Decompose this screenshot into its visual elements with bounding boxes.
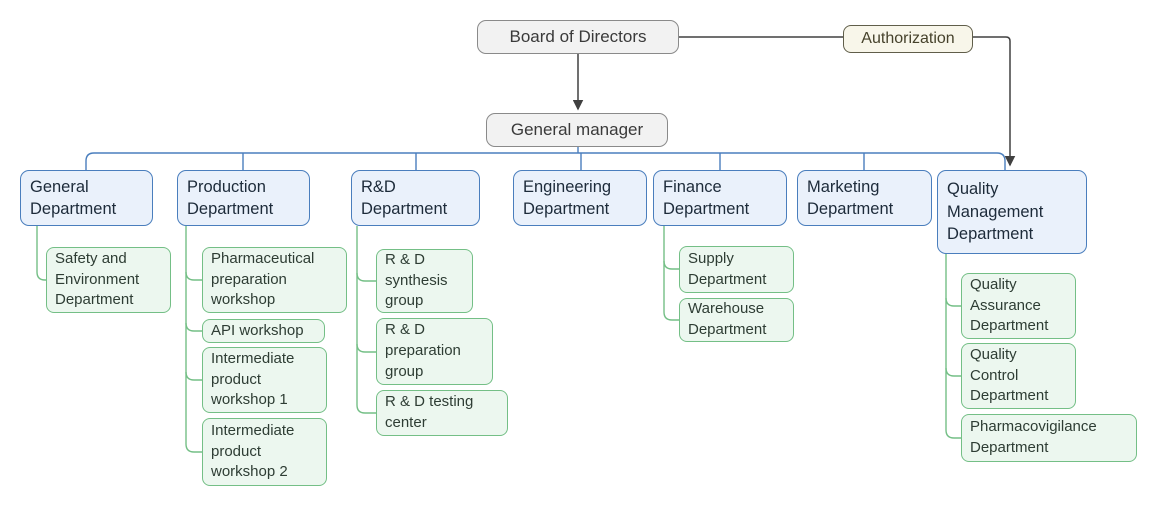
- dept-label: Quality Management Department: [947, 180, 1044, 244]
- sub-supply-department[interactable]: Supply Department: [679, 246, 794, 293]
- sub-intermediate-product-workshop-1[interactable]: Intermediate product workshop 1: [202, 347, 327, 413]
- node-authorization[interactable]: Authorization: [843, 25, 973, 53]
- sub-label: Pharmaceutical preparation workshop: [211, 249, 315, 309]
- dept-quality-management-department[interactable]: Quality Management Department: [937, 170, 1087, 254]
- trunk-production: [185, 226, 202, 453]
- sub-label: Quality Assurance Department: [970, 275, 1049, 335]
- sub-rnd-preparation-group[interactable]: R & D preparation group: [376, 318, 493, 385]
- sub-label: Quality Control Department: [970, 345, 1049, 405]
- trunk-finance: [663, 226, 679, 321]
- sub-label: Warehouse Department: [688, 300, 767, 338]
- dept-label: Finance Department: [663, 177, 750, 218]
- dept-marketing-department[interactable]: Marketing Department: [797, 170, 932, 226]
- sub-warehouse-department[interactable]: Warehouse Department: [679, 298, 794, 342]
- trunk-rnd: [356, 226, 376, 414]
- sub-rnd-synthesis-group[interactable]: R & D synthesis group: [376, 249, 473, 313]
- edge-authorization-quality-arrow: [973, 36, 1016, 167]
- branch-int1: [185, 371, 202, 381]
- board-label: Board of Directors: [509, 27, 647, 46]
- sub-quality-control-department[interactable]: Quality Control Department: [961, 343, 1076, 409]
- branch-qc: [945, 367, 961, 377]
- sub-quality-assurance-department[interactable]: Quality Assurance Department: [961, 273, 1076, 339]
- dept-label: Production Department: [187, 177, 274, 218]
- dept-rnd-department[interactable]: R&D Department: [351, 170, 480, 226]
- branch-api: [185, 322, 202, 332]
- authorization-label: Authorization: [861, 30, 955, 47]
- sub-label: Intermediate product workshop 1: [211, 349, 295, 409]
- node-general-manager[interactable]: General manager: [486, 113, 668, 147]
- branch-qa: [945, 297, 961, 307]
- manager-label: General manager: [510, 120, 644, 139]
- sub-intermediate-product-workshop-2[interactable]: Intermediate product workshop 2: [202, 418, 327, 486]
- sub-label: Pharmacovigilance Department: [970, 418, 1097, 456]
- sub-label: R & D synthesis group: [385, 250, 448, 310]
- node-board-of-directors[interactable]: Board of Directors: [477, 20, 679, 54]
- sub-label: R & D preparation group: [385, 321, 461, 380]
- rail-manager-departments: [85, 152, 1006, 170]
- branch-synthesis: [356, 272, 376, 282]
- dept-label: Engineering Department: [523, 177, 612, 218]
- branch-pharm: [185, 271, 202, 281]
- branch-preparation: [356, 343, 376, 353]
- sub-pharmacovigilance-department[interactable]: Pharmacovigilance Department: [961, 414, 1137, 462]
- sub-label: Intermediate product workshop 2: [211, 421, 295, 481]
- sub-label: Safety and Environment Department: [55, 249, 140, 309]
- sub-label: R & D testing center: [385, 393, 474, 431]
- trunk-quality: [945, 254, 961, 439]
- sub-label: Supply Department: [688, 249, 767, 288]
- dept-general-department[interactable]: General Department: [20, 170, 153, 226]
- dept-label: Marketing Department: [807, 177, 894, 218]
- dept-label: R&D Department: [361, 177, 448, 218]
- dept-finance-department[interactable]: Finance Department: [653, 170, 787, 226]
- trunk-general: [36, 226, 46, 281]
- dept-production-department[interactable]: Production Department: [177, 170, 310, 226]
- dept-label: General Department: [30, 177, 117, 218]
- sub-safety-environment-department[interactable]: Safety and Environment Department: [46, 247, 171, 313]
- branch-supply: [663, 260, 679, 270]
- sub-label: API workshop: [211, 321, 304, 339]
- sub-pharmaceutical-preparation-workshop[interactable]: Pharmaceutical preparation workshop: [202, 247, 347, 313]
- dept-engineering-department[interactable]: Engineering Department: [513, 170, 647, 226]
- sub-rnd-testing-center[interactable]: R & D testing center: [376, 390, 508, 436]
- sub-api-workshop[interactable]: API workshop: [202, 319, 325, 343]
